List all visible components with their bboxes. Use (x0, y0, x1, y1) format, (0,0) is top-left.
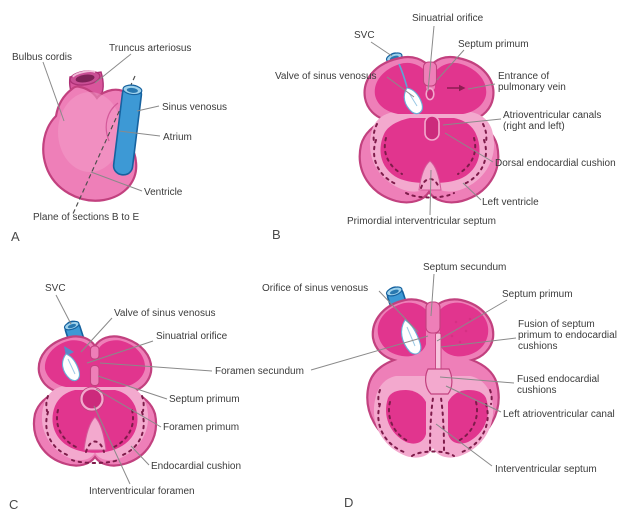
label-left-atrioventricular-canal: Left atrioventricular canal (503, 409, 615, 420)
valve-streak-b (408, 92, 418, 107)
panel-letter-c: C (9, 497, 19, 512)
label-atrioventricular-canals: Atrioventricular canals (right and left) (503, 110, 602, 133)
label-plane-of-sections: Plane of sections B to E (33, 212, 140, 223)
label-sinuatrial-orifice-b: Sinuatrial orifice (412, 13, 484, 24)
septum-primum-lower-segment (89, 364, 100, 387)
heart-a-illustration (42, 70, 143, 217)
label-dorsal-endocardial-cushion: Dorsal endocardial cushion (495, 158, 616, 169)
valve-streak-c (67, 358, 76, 375)
iv-septum-ridge-c (83, 416, 107, 451)
label-primordial-interventricular-septum: Primordial interventricular septum (347, 216, 496, 227)
svc-blood-streak (398, 63, 408, 88)
atrioventricular-canal-opening (424, 115, 440, 141)
septum-primum-upper-segment (89, 345, 100, 360)
valve-streak-d (406, 326, 416, 347)
right-atrium-speckles (450, 317, 472, 344)
label-atrium: Atrium (163, 132, 192, 143)
label-septum-primum-d: Septum primum (502, 289, 573, 300)
heart-d-right-ventricle-cavity (448, 390, 488, 444)
heart-b-atria-cavity (374, 62, 487, 114)
label-septum-primum-b: Septum primum (458, 39, 529, 50)
label-endocardial-cushion: Endocardial cushion (151, 461, 242, 472)
label-ventricle: Ventricle (144, 187, 183, 198)
sinus-venosus-vessel (112, 84, 143, 176)
heart-c-stipples (45, 395, 145, 464)
label-interventricular-septum: Interventricular septum (495, 464, 597, 475)
leader-lines (42, 25, 517, 485)
heart-b-stipples (372, 123, 488, 199)
label-sinuatrial-orifice-c: Sinuatrial orifice (156, 331, 228, 342)
label-truncus-arteriosus: Truncus arteriosus (109, 43, 192, 54)
label-svc-c: SVC (45, 283, 66, 294)
heart-d-cross-section (366, 286, 500, 458)
heart-a-highlight (58, 92, 122, 172)
label-entrance-of-pulmonary-vein: Entrance of pulmonary vein (498, 71, 566, 94)
label-interventricular-foramen: Interventricular foramen (89, 486, 195, 497)
label-orifice-of-sinus-venosus: Orifice of sinus venosus (262, 283, 369, 294)
heart-d-stipples (377, 389, 493, 457)
label-fusion-of-septum-primum: Fusion of septum primum to endocardial c… (518, 319, 617, 353)
label-septum-secundum: Septum secundum (423, 262, 507, 273)
sinuatrial-orifice-opening (425, 87, 435, 101)
label-valve-of-sinus-venosus-b: Valve of sinus venosus (275, 71, 377, 82)
label-fused-endocardial-cushions: Fused endocardial cushions (517, 374, 600, 397)
av-canal-ring (79, 386, 105, 412)
label-svc-b: SVC (354, 30, 375, 41)
pulmonary-vein-arrow (447, 84, 466, 92)
valve-of-sinus-venosus-shape-c (61, 353, 80, 382)
label-septum-primum-c: Septum primum (169, 394, 240, 405)
panel-letter-d: D (344, 495, 354, 510)
label-sinus-venosus: Sinus venosus (162, 102, 228, 113)
label-foramen-secundum: Foramen secundum (215, 366, 304, 377)
panel-letter-a: A (11, 229, 20, 244)
label-left-ventricle: Left ventricle (482, 197, 539, 208)
label-valve-of-sinus-venosus-c: Valve of sinus venosus (114, 308, 216, 319)
atrium-boundary-curve (105, 102, 119, 142)
heart-c-cross-section (32, 320, 158, 467)
panel-letter-b: B (272, 227, 281, 242)
septum-secundum-column (425, 301, 441, 334)
av-canal-opening-c (80, 387, 104, 411)
truncus-opening (69, 70, 101, 86)
label-bulbus-cordis: Bulbus cordis (12, 52, 73, 63)
fused-endocardial-cushion-block (425, 368, 453, 395)
heart-b-ventricle-cavity (380, 118, 480, 184)
svc-blood-wedge-c (64, 346, 74, 356)
heart-b-cross-section (358, 52, 500, 204)
label-foramen-primum: Foramen primum (163, 422, 240, 433)
